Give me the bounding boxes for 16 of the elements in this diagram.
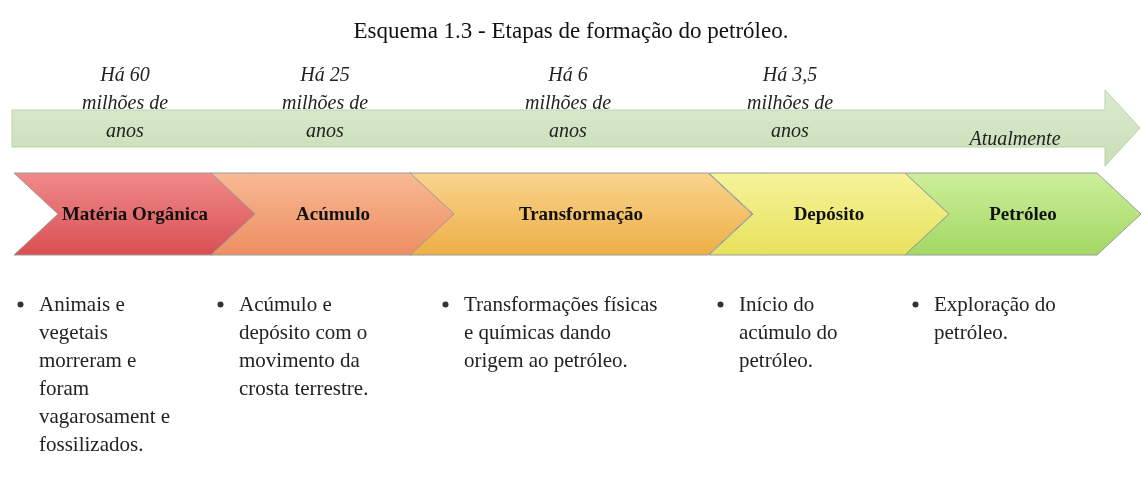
time-label: Há 60 milhões de anos	[80, 62, 170, 143]
stage-label: Depósito	[792, 203, 866, 225]
bullet-text: Início do acúmulo do petróleo.	[739, 291, 839, 374]
stage-label: Matéria Orgânica	[60, 203, 210, 225]
stage-label: Transformação	[517, 203, 645, 225]
bullet-text: Exploração do petróleo.	[934, 291, 1057, 346]
time-label: Há 25 milhões de anos	[280, 62, 370, 143]
time-label: Atualmente	[967, 126, 1062, 151]
bullet-text: Animais e vegetais morreram e foram vagarosament e fossilizados.	[39, 291, 172, 458]
bullet-text: Acúmulo e depósito com o movimento da crosta terrestre.	[239, 291, 370, 402]
title: Esquema 1.3 - Etapas de formação do petróleo.	[352, 18, 790, 44]
stage-label: Acúmulo	[295, 203, 371, 225]
time-label: Há 6 milhões de anos	[523, 62, 613, 143]
bullet-text: Transformações físicas e químicas dando origem ao petróleo.	[464, 291, 659, 374]
stage-label: Petróleo	[988, 203, 1058, 225]
time-label: Há 3,5 milhões de anos	[745, 62, 835, 143]
